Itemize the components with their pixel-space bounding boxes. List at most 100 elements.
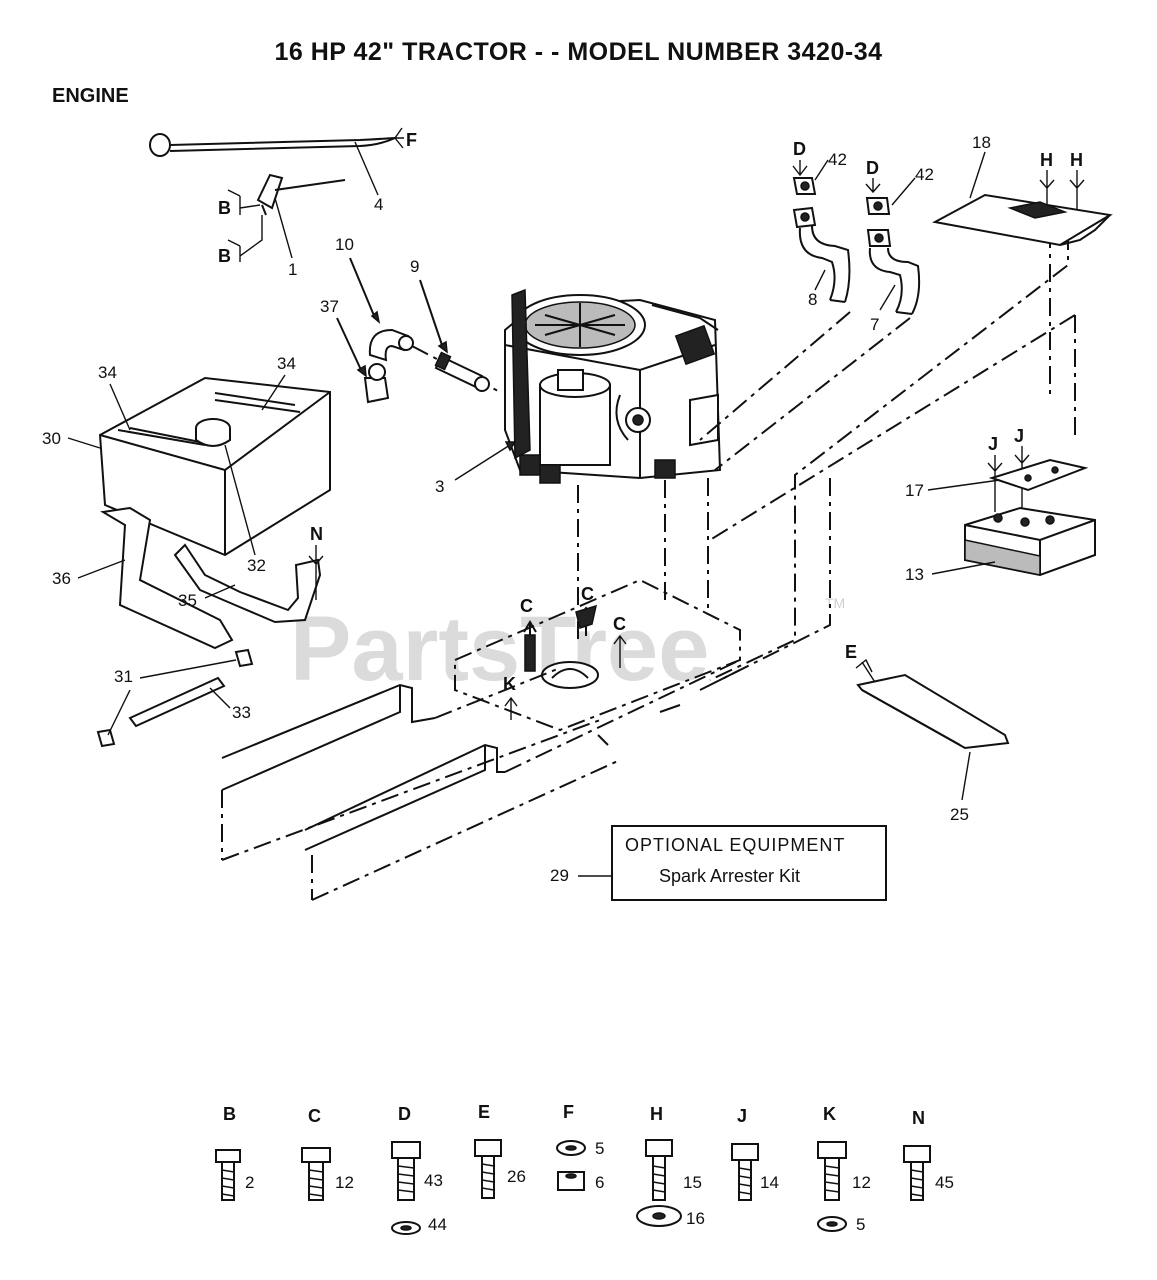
callout-7: 7: [870, 315, 879, 334]
fuel-elbow[interactable]: [368, 328, 414, 362]
fuel-connector[interactable]: [434, 351, 490, 392]
bolt-n-icon: [903, 1145, 931, 1201]
leader-34a: [109, 383, 131, 431]
exhaust-pipe-8[interactable]: [792, 206, 851, 303]
leader-30: [67, 437, 101, 449]
bolt-c1[interactable]: [524, 634, 536, 672]
leader-1: [274, 197, 293, 259]
hose-clamp-31b[interactable]: [96, 728, 116, 748]
callout-13: 13: [905, 565, 924, 584]
fuel-fitting-37[interactable]: [363, 363, 390, 404]
muffler-line-1: [709, 232, 1069, 681]
hw-part-d-2: 44: [428, 1215, 447, 1234]
exhaust-nut-42b[interactable]: [865, 197, 891, 215]
leader-37: [336, 317, 363, 373]
ref-leader-f: [394, 127, 404, 149]
leader-25: [961, 751, 971, 801]
washer-d-icon: [391, 1221, 421, 1235]
hw-part-j-1: 14: [760, 1173, 779, 1192]
callout-32: 32: [247, 556, 266, 575]
ref-leader-h1: [1039, 170, 1055, 205]
hw-part-h-1: 15: [683, 1173, 702, 1192]
hw-letter-n: N: [912, 1108, 925, 1128]
callout-25: 25: [950, 805, 969, 824]
nut-f-icon: [557, 1171, 585, 1191]
ref-c2: C: [581, 584, 594, 604]
hw-part-b-1: 2: [245, 1173, 254, 1192]
exhaust-line-2: [714, 317, 911, 471]
callout-8: 8: [808, 290, 817, 309]
frame-rail-right[interactable]: [304, 659, 741, 901]
leader-17: [927, 479, 1001, 491]
hw-letter-f: F: [563, 1102, 574, 1122]
hw-part-k-1: 12: [852, 1173, 871, 1192]
tank-bracket-36[interactable]: [100, 506, 234, 650]
callout-34b: 34: [277, 354, 296, 373]
cable-clamp[interactable]: [256, 173, 346, 216]
hardware-legend: B 2 C 12 D 43 44 E: [215, 1102, 954, 1235]
leader-4: [354, 141, 379, 196]
ref-f: F: [406, 130, 417, 150]
arrow-37: [356, 364, 367, 378]
heat-shield-18[interactable]: [932, 193, 1113, 247]
fuel-cap-32[interactable]: [195, 418, 231, 447]
exhaust-pipe-7[interactable]: [866, 229, 921, 315]
callout-1: 1: [288, 260, 297, 279]
hw-letter-c: C: [308, 1106, 321, 1126]
bolt-e-icon: [474, 1139, 502, 1199]
diagram-title: 16 HP 42" TRACTOR - - MODEL NUMBER 3420-…: [274, 38, 883, 66]
leader-9: [419, 279, 444, 349]
callout-10: 10: [335, 235, 354, 254]
callout-29: 29: [550, 866, 569, 885]
watermark-tm: TM: [825, 595, 845, 611]
hw-letter-k: K: [823, 1104, 836, 1124]
exhaust-line-1: [699, 311, 851, 441]
arrow-3: [504, 441, 517, 452]
hw-letter-d: D: [398, 1104, 411, 1124]
bolt-c2[interactable]: [575, 604, 598, 629]
leader-36: [77, 559, 126, 579]
hw-part-c-1: 12: [335, 1173, 354, 1192]
ref-h1: H: [1040, 150, 1053, 170]
engine-assembly[interactable]: [504, 288, 722, 484]
callout-35: 35: [178, 591, 197, 610]
tank-strap-35[interactable]: [173, 543, 322, 624]
bolt-c-icon: [301, 1147, 331, 1201]
ref-leader-c3: [613, 634, 627, 668]
ref-leader-h2: [1069, 170, 1085, 210]
muffler-line-2: [709, 314, 1076, 541]
fuel-hose-33[interactable]: [128, 676, 226, 728]
hw-letter-b: B: [223, 1104, 236, 1124]
muffler-13[interactable]: [964, 506, 1096, 577]
ref-e: E: [845, 642, 857, 662]
bolt-h-icon: [645, 1139, 673, 1201]
ref-h2: H: [1070, 150, 1083, 170]
lockwasher-f-icon: [556, 1140, 586, 1156]
exhaust-nut-42a[interactable]: [792, 177, 817, 195]
callout-42b: 42: [915, 165, 934, 184]
fuel-tank-30[interactable]: [98, 376, 331, 557]
exhaust-deflector-25[interactable]: [856, 673, 1010, 750]
ref-c3: C: [613, 614, 626, 634]
optional-equipment-item: Spark Arrester Kit: [659, 866, 800, 886]
exhaust-plate-17[interactable]: [988, 458, 1089, 492]
optional-equipment-heading: OPTIONAL EQUIPMENT: [625, 835, 845, 855]
leader-3: [454, 444, 511, 481]
arrow-10: [370, 310, 381, 324]
callout-42a: 42: [828, 150, 847, 169]
callout-30: 30: [42, 429, 61, 448]
leader-13: [931, 561, 996, 575]
ref-leader-n: [308, 545, 324, 600]
frame-rail-left[interactable]: [221, 667, 601, 861]
hw-part-f-1: 5: [595, 1139, 604, 1158]
arrow-9: [437, 340, 448, 354]
callout-34a: 34: [98, 363, 117, 382]
leader-7: [879, 284, 896, 311]
callout-4: 4: [374, 195, 383, 214]
throttle-cable[interactable]: [149, 133, 396, 157]
ref-leader-d1: [792, 160, 808, 177]
hw-part-e-1: 26: [507, 1167, 526, 1186]
hose-clamp-31a[interactable]: [234, 648, 254, 668]
leader-42b: [891, 177, 916, 206]
watermark: PartsTree: [290, 598, 709, 700]
